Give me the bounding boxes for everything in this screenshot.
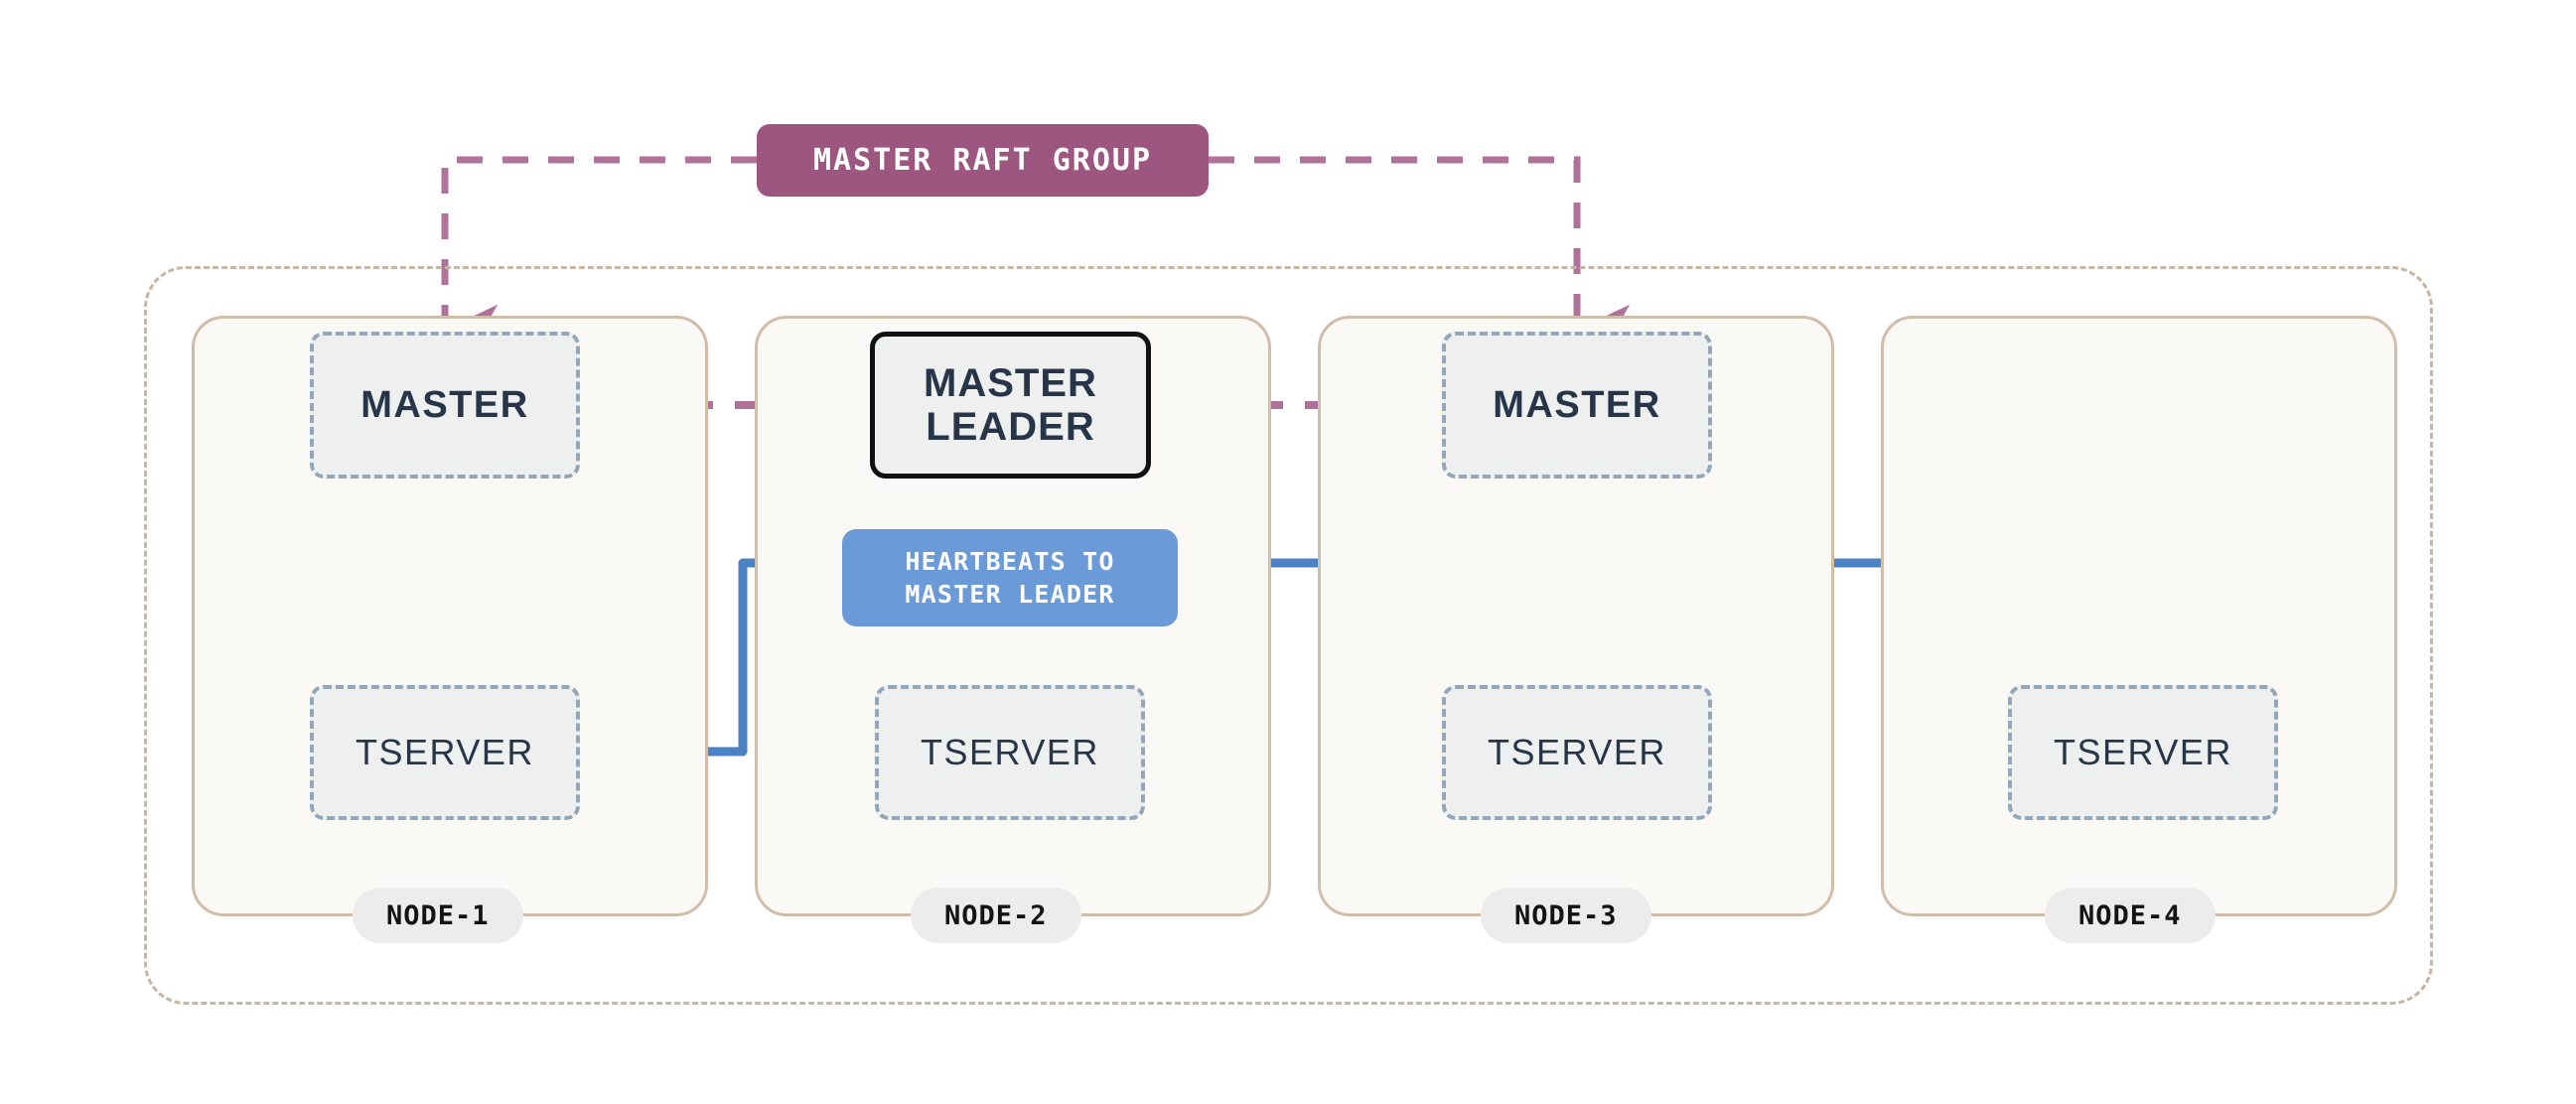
node-label-node-4: NODE-4	[2045, 888, 2216, 943]
heartbeats-label-line-2: MASTER LEADER	[905, 580, 1115, 609]
node-label-node-1: NODE-1	[353, 888, 523, 943]
node-label-node-3: NODE-3	[1481, 888, 1651, 943]
component-master-leader-node-2[interactable]: MASTER LEADER	[870, 332, 1151, 479]
component-tserver-node-3[interactable]: TSERVER	[1442, 685, 1712, 820]
component-master-node-1[interactable]: MASTER	[310, 332, 580, 479]
component-tserver-node-1[interactable]: TSERVER	[310, 685, 580, 820]
cluster-boundary	[144, 266, 2433, 1005]
component-tserver-node-4[interactable]: TSERVER	[2008, 685, 2278, 820]
heartbeats-label[interactable]: HEARTBEATS TO MASTER LEADER	[842, 529, 1178, 626]
component-master-node-3[interactable]: MASTER	[1442, 332, 1712, 479]
master-raft-group-label[interactable]: MASTER RAFT GROUP	[757, 124, 1209, 197]
component-tserver-node-2[interactable]: TSERVER	[875, 685, 1145, 820]
node-label-node-2: NODE-2	[911, 888, 1081, 943]
heartbeats-label-line-1: HEARTBEATS TO	[905, 547, 1115, 576]
node-container-node-4[interactable]	[1881, 316, 2397, 916]
